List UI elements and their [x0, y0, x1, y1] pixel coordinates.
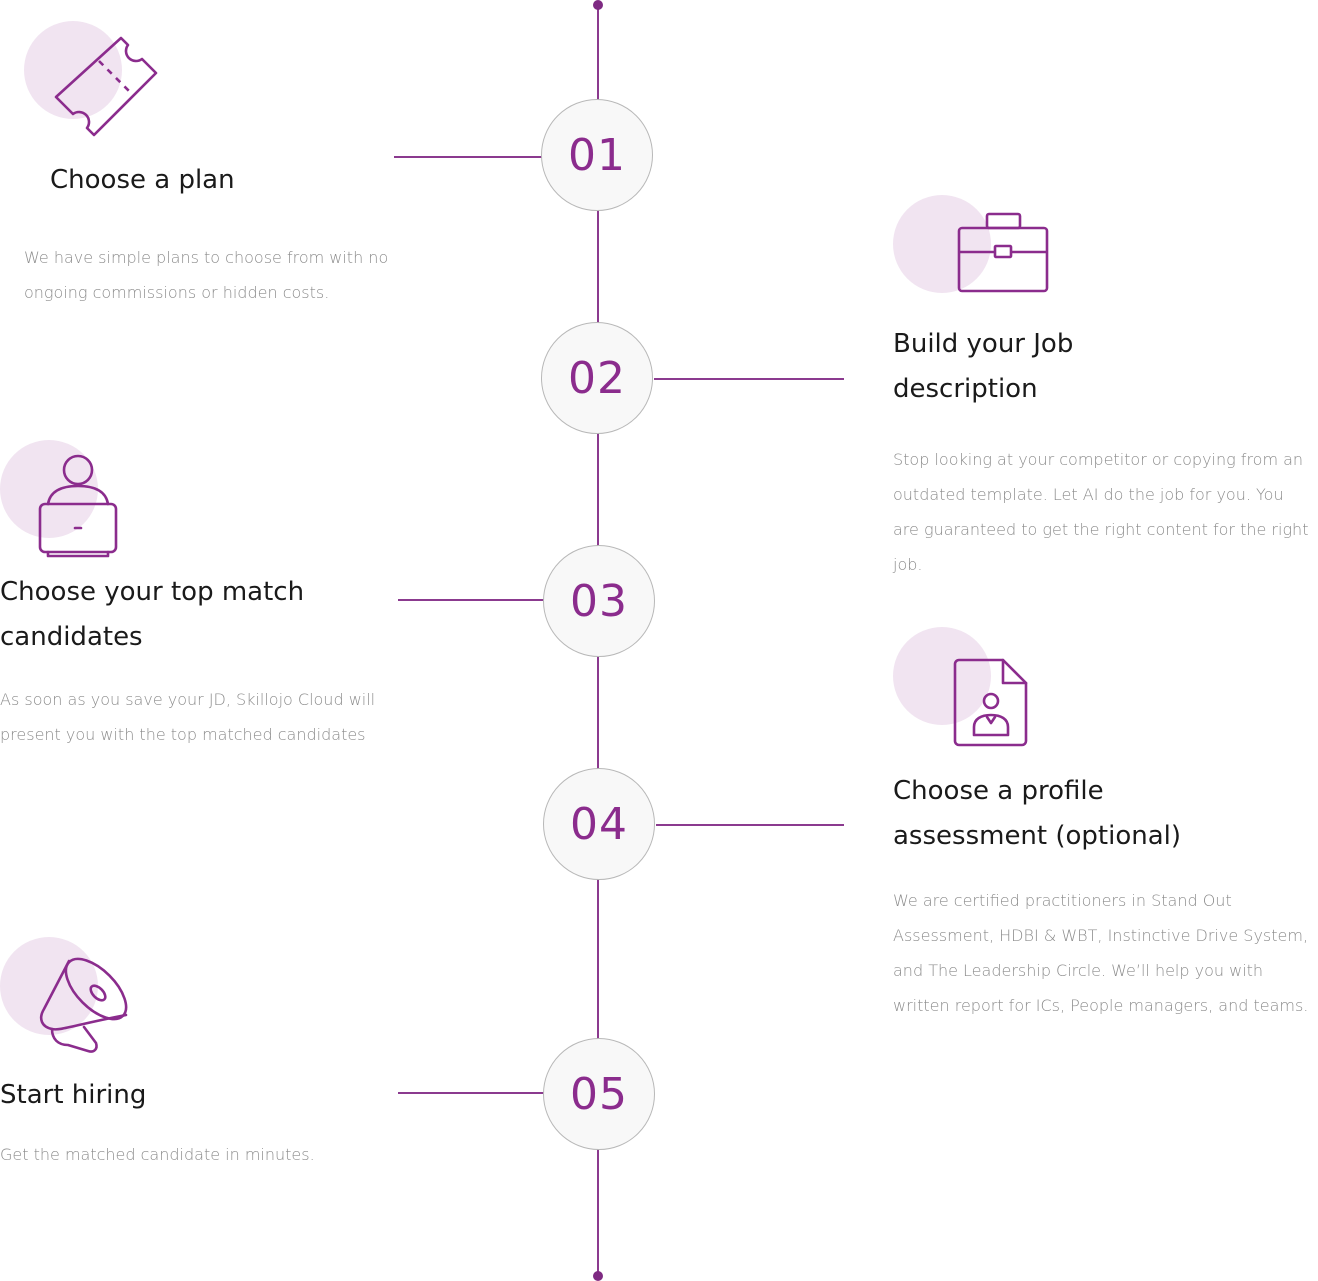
megaphone-icon — [39, 957, 128, 1053]
connector-step-2 — [654, 378, 844, 380]
connector-step-1 — [394, 156, 542, 158]
ticket-icon — [54, 36, 158, 137]
step-description: Stop looking at your competitor or copyi… — [893, 450, 1309, 574]
step-number-3: 03 — [543, 545, 655, 657]
connector-step-4 — [656, 824, 844, 826]
briefcase-icon — [957, 212, 1049, 293]
profile-document-icon — [953, 658, 1028, 747]
connector-step-3 — [398, 599, 544, 601]
step-title: Choose your top match candidates — [0, 577, 305, 652]
step-description: We are certified practitioners in Stand … — [893, 891, 1309, 1015]
person-laptop-icon — [38, 454, 118, 558]
icon-backdrop — [24, 21, 122, 119]
icon-backdrop — [0, 937, 98, 1035]
step-title: Choose a plan — [50, 165, 235, 195]
step-number-2: 02 — [541, 322, 653, 434]
timeline-start-dot — [593, 0, 603, 10]
step-title: Start hiring — [0, 1080, 147, 1110]
step-description: We have simple plans to choose from with… — [24, 248, 389, 302]
step-number-1: 01 — [541, 99, 653, 211]
step-number-4: 04 — [543, 768, 655, 880]
step-description: Get the matched candidate in minutes. — [0, 1145, 315, 1164]
icon-backdrop — [893, 195, 991, 293]
step-title: Choose a profile assessment (optional) — [893, 776, 1182, 851]
icon-backdrop — [893, 627, 991, 725]
timeline-end-dot — [593, 1271, 603, 1281]
step-number-5: 05 — [543, 1038, 655, 1150]
step-description: As soon as you save your JD, Skillojo Cl… — [0, 690, 376, 744]
connector-step-5 — [398, 1092, 544, 1094]
step-title: Build your Job description — [893, 329, 1074, 404]
